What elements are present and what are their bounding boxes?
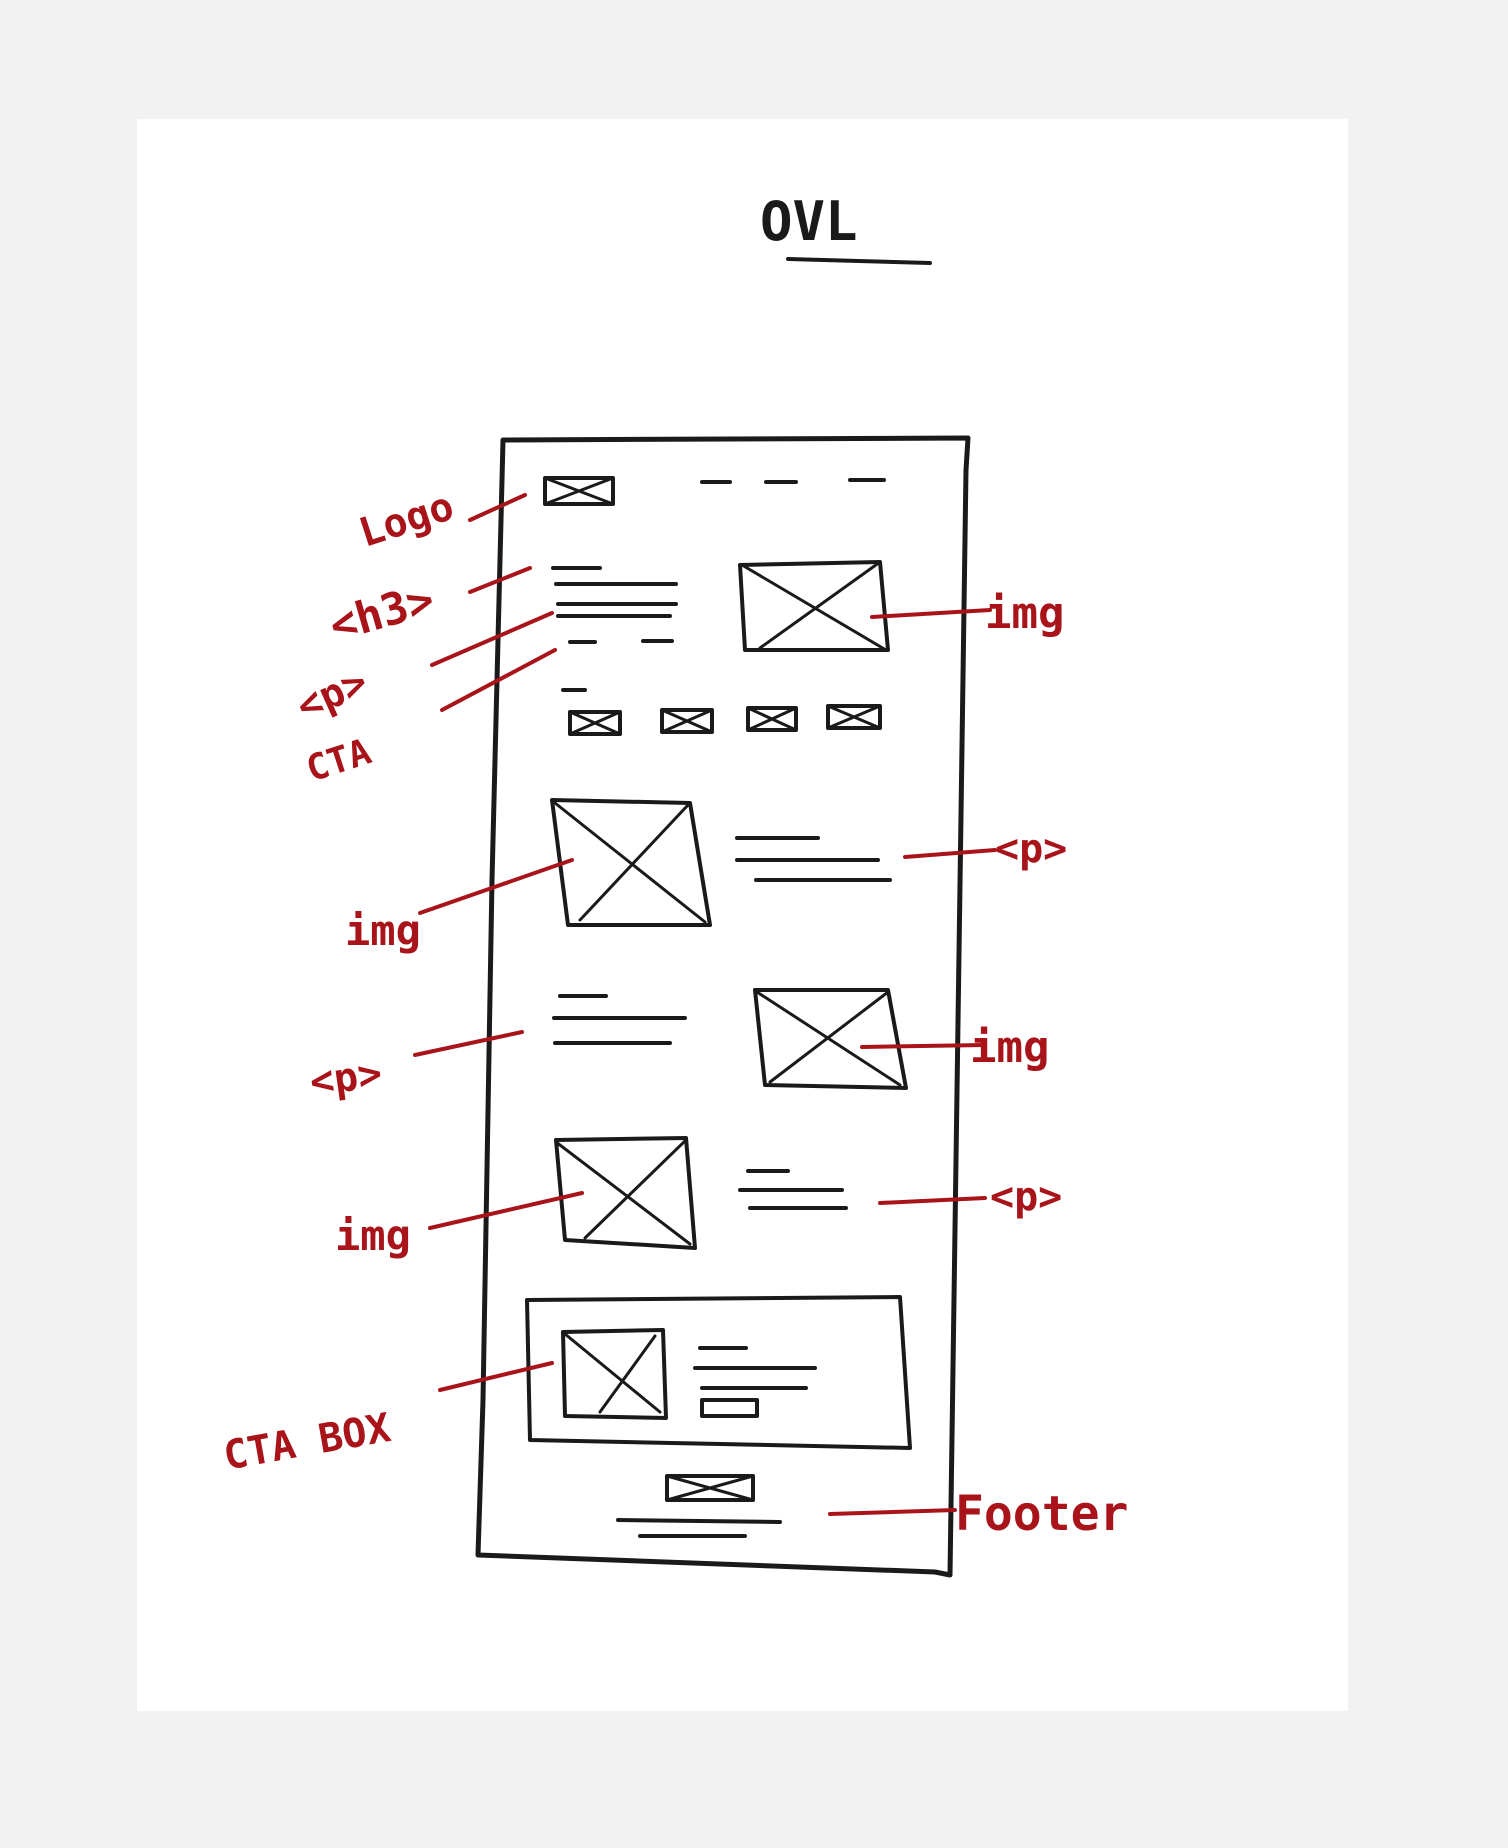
svg-text:<p>: <p> — [995, 826, 1067, 872]
cta-box — [525, 1295, 912, 1450]
hero-text-lines — [551, 566, 678, 692]
section1-image-placeholder — [550, 798, 712, 927]
svg-text:CTA BOX: CTA BOX — [220, 1405, 394, 1480]
section3-image-placeholder — [554, 1136, 697, 1250]
annotation-p-section1: <p> — [903, 826, 1067, 872]
cta-box-image-placeholder — [561, 1328, 668, 1420]
annotation-img-section1: img — [345, 858, 574, 955]
svg-text:Footer: Footer — [955, 1486, 1128, 1542]
logo-placeholder — [543, 476, 615, 506]
annotation-img-section3: img — [335, 1191, 584, 1260]
icon-placeholder-3 — [746, 706, 798, 732]
section3-text-lines — [738, 1169, 848, 1210]
icon-row — [568, 704, 882, 736]
svg-text:<p>: <p> — [307, 1050, 385, 1106]
annotation-footer: Footer — [828, 1486, 1128, 1542]
svg-text:img: img — [335, 1211, 411, 1260]
icon-placeholder-2 — [660, 708, 714, 734]
annotation-p-section2: <p> — [307, 1030, 524, 1106]
sketch-title: OVL — [760, 190, 858, 253]
svg-text:img: img — [345, 906, 421, 955]
hero-image-placeholder — [738, 560, 890, 652]
cta-box-button — [700, 1398, 759, 1418]
svg-text:img: img — [985, 588, 1064, 639]
icon-placeholder-4 — [826, 704, 882, 730]
annotation-cta-box: CTA BOX — [220, 1361, 554, 1480]
svg-text:<h3>: <h3> — [324, 574, 440, 652]
svg-text:CTA: CTA — [301, 731, 376, 790]
annotation-img-section2: img — [860, 1022, 1049, 1073]
section1-text-lines — [735, 836, 892, 882]
device-frame — [475, 435, 971, 1578]
svg-text:Logo: Logo — [354, 483, 460, 557]
annotation-img-hero: img — [870, 588, 1064, 639]
svg-text:<p>: <p> — [290, 659, 375, 730]
svg-text:img: img — [970, 1022, 1049, 1073]
svg-text:<p>: <p> — [990, 1174, 1062, 1220]
annotation-p-section3: <p> — [878, 1174, 1062, 1220]
title-underline — [786, 257, 932, 265]
footer-text-lines — [616, 1518, 782, 1538]
section2-image-placeholder — [753, 988, 908, 1090]
cta-box-text-lines — [693, 1346, 817, 1390]
footer-logo-placeholder — [665, 1474, 755, 1502]
icon-placeholder-1 — [568, 710, 622, 736]
section2-text-lines — [552, 994, 687, 1045]
nav-links — [700, 478, 886, 484]
